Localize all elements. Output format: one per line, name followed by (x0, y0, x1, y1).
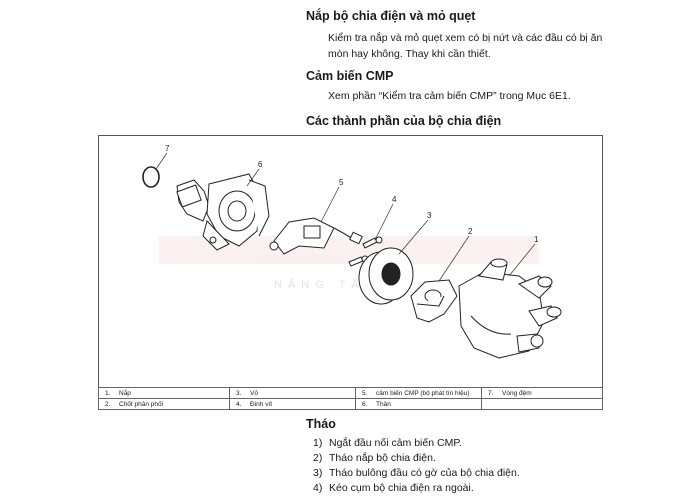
leader-lines (155, 152, 536, 282)
step-number: 2) (313, 452, 323, 464)
step-text: Kéo cụm bộ chia điện ra ngoài. (329, 482, 474, 494)
step-text: Tháo nắp bộ chia điện. (329, 452, 436, 464)
legend-number: 1. (105, 389, 111, 397)
callout-5: 5 (339, 178, 344, 187)
part-case (358, 247, 414, 305)
legend-cell: 7. Vòng đệm (481, 387, 603, 399)
body-line: mòn hay không. Thay khi cần thiết. (328, 48, 491, 60)
legend-label: Thân (376, 400, 391, 408)
legend-label: Đinh vít (250, 400, 273, 408)
legend-label: cảm biến CMP (bộ phát tín hiệu) (376, 389, 470, 397)
distributor-exploded-diagram: NÂNG TẦM (98, 135, 603, 387)
callout-6: 6 (258, 160, 263, 169)
legend-cell: 2. Chốt phân phối (97, 398, 231, 410)
legend-label: Nắp (119, 389, 131, 397)
legend-number: 4. (236, 400, 242, 408)
list-item: 2) Tháo nắp bộ chia điện. (313, 451, 520, 466)
body-line: Kiểm tra nắp và mỏ quẹt xem có bị nứt và… (328, 32, 603, 44)
step-text: Tháo bulông đầu có gờ của bộ chia điện. (329, 467, 520, 479)
part-screws (348, 236, 383, 267)
section-title-components: Các thành phần của bộ chia điện (306, 114, 502, 128)
callout-2: 2 (468, 227, 473, 236)
section-title-removal: Tháo (306, 417, 336, 431)
step-number: 3) (313, 467, 323, 479)
section-title-cmp: Cảm biến CMP (306, 69, 394, 83)
part-cmp-sensor (269, 217, 363, 255)
callout-1: 1 (534, 235, 539, 244)
legend-cell: 3. Vỏ (229, 387, 357, 399)
part-o-ring (142, 166, 160, 188)
legend-number: 2. (105, 400, 111, 408)
parts-legend-table: 1. Nắp 3. Vỏ 5. cảm biến CMP (bộ phát tín hiệ… (97, 387, 603, 410)
step-number: 1) (313, 437, 323, 449)
part-rotor (410, 279, 458, 323)
step-number: 4) (313, 482, 323, 494)
legend-number: 7. (488, 389, 494, 397)
legend-label: Vòng đệm (502, 389, 532, 397)
legend-number: 3. (236, 389, 242, 397)
list-item: 1) Ngắt đầu nối cảm biến CMP. (313, 436, 520, 451)
watermark-text: NÂNG TẦM (274, 278, 380, 291)
step-text: Ngắt đầu nối cảm biến CMP. (329, 437, 462, 449)
legend-cell: 5. cảm biến CMP (bộ phát tín hiệu) (355, 387, 483, 399)
legend-row: 1. Nắp 3. Vỏ 5. cảm biến CMP (bộ phát tín hiệ… (97, 387, 603, 399)
callout-3: 3 (427, 211, 432, 220)
legend-cell: 4. Đinh vít (229, 398, 357, 410)
section-body-cap-rotor: Kiểm tra nắp và mỏ quẹt xem có bị nứt và… (328, 30, 618, 62)
callout-4: 4 (392, 195, 397, 204)
legend-cell: 1. Nắp (97, 387, 231, 399)
legend-cell (481, 398, 603, 410)
diagram-svg: NÂNG TẦM (142, 144, 562, 359)
callouts: 7 6 5 4 3 2 1 (165, 144, 539, 244)
list-item: 4) Kéo cụm bộ chia điện ra ngoài. (313, 481, 520, 496)
callout-7: 7 (165, 144, 170, 153)
legend-label: Vỏ (250, 389, 258, 397)
removal-steps-list: 1) Ngắt đầu nối cảm biến CMP. 2) Tháo nắp b… (313, 436, 520, 496)
legend-number: 6. (362, 400, 368, 408)
legend-cell: 6. Thân (355, 398, 483, 410)
part-housing (176, 173, 270, 251)
section-body-cmp: Xem phần “Kiểm tra cảm biến CMP” trong M… (328, 90, 571, 102)
section-title-cap-rotor: Nắp bộ chia điện và mỏ quẹt (306, 9, 476, 23)
list-item: 3) Tháo bulông đầu có gờ của bộ chia điện… (313, 466, 520, 481)
part-cap (458, 258, 562, 359)
legend-number: 5. (362, 389, 368, 397)
legend-row: 2. Chốt phân phối 4. Đinh vít 6. Thân (97, 398, 603, 410)
legend-label: Chốt phân phối (119, 400, 164, 408)
